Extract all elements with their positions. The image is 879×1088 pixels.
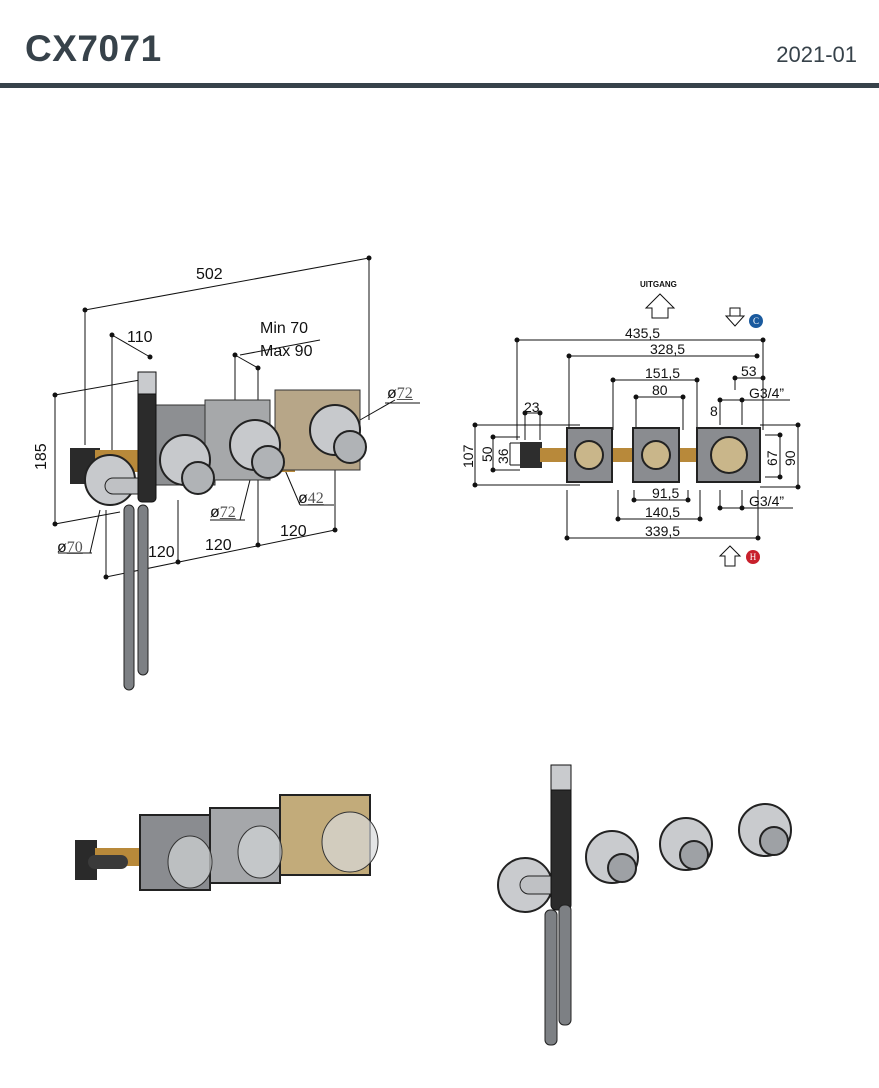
dim-80: 80 bbox=[652, 382, 668, 398]
hot-badge: H bbox=[746, 550, 760, 564]
outlet-arrow-icon bbox=[644, 293, 676, 319]
hot-inlet-arrow-icon bbox=[718, 545, 742, 567]
dim-spacing-3: 120 bbox=[280, 523, 307, 540]
dim-spacing-1: 120 bbox=[148, 544, 175, 561]
dia-value: 72 bbox=[219, 504, 236, 521]
cold-badge: C bbox=[749, 314, 763, 328]
outlet-label: UITGANG bbox=[640, 280, 677, 289]
dim-339-5: 339,5 bbox=[645, 523, 681, 539]
product-code: CX7071 bbox=[25, 28, 162, 69]
dim-dia-right: ø72 bbox=[387, 386, 413, 402]
dim-8: 8 bbox=[710, 403, 718, 419]
dim-g34-bottom: G3/4” bbox=[749, 493, 785, 509]
dim-dia-mid: ø72 bbox=[210, 505, 236, 521]
dim-435-5: 435,5 bbox=[625, 325, 661, 341]
dia-symbol: ø bbox=[387, 385, 397, 402]
dim-151-5: 151,5 bbox=[645, 365, 681, 381]
dim-140-5: 140,5 bbox=[645, 504, 681, 520]
dim-328-5: 328,5 bbox=[650, 341, 686, 357]
dim-53: 53 bbox=[741, 363, 757, 379]
dia-value: 72 bbox=[396, 385, 413, 402]
dim-max: Max 90 bbox=[260, 343, 313, 360]
dim-23: 23 bbox=[524, 399, 540, 415]
dia-symbol: ø bbox=[57, 539, 67, 556]
dia-value: 70 bbox=[66, 539, 83, 556]
dim-depth: 110 bbox=[127, 329, 153, 346]
dim-overall-width: 502 bbox=[196, 266, 223, 283]
dim-spacing-2: 120 bbox=[205, 537, 232, 554]
dia-symbol: ø bbox=[298, 490, 308, 507]
dia-symbol: ø bbox=[210, 504, 220, 521]
header-divider bbox=[0, 83, 879, 88]
cold-inlet-arrow-icon bbox=[724, 307, 746, 327]
dim-91-5: 91,5 bbox=[652, 485, 680, 501]
dia-value: 42 bbox=[307, 490, 324, 507]
dim-dia-knob: ø42 bbox=[298, 491, 324, 507]
dim-dia-left: ø70 bbox=[57, 540, 83, 556]
dim-min: Min 70 bbox=[260, 320, 309, 337]
revision-date: 2021-01 bbox=[776, 42, 857, 67]
dim-g34-top: G3/4” bbox=[749, 385, 785, 401]
